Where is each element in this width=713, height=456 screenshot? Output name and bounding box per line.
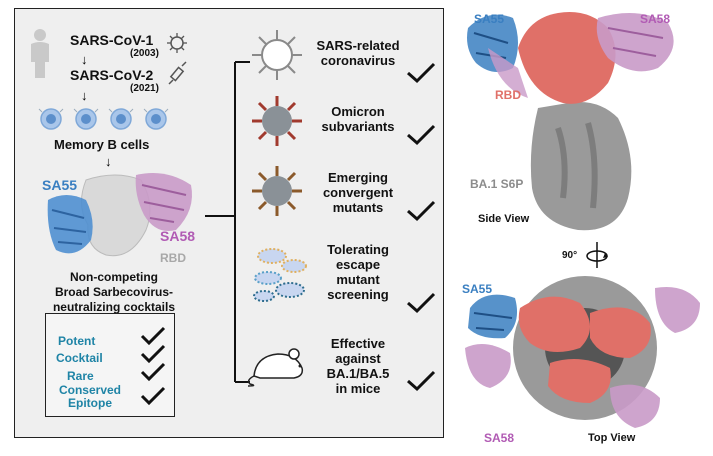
rotate-arrow-icon — [586, 242, 608, 268]
outcome-line: in mice — [335, 381, 381, 396]
top-sa58-label: SA58 — [484, 431, 515, 445]
outcome-sars-related: SARS-related coronavirus — [308, 38, 408, 68]
outcome-escape-screening: Tolerating escape mutant screening — [308, 242, 408, 302]
mutant-virus-icon — [252, 166, 302, 216]
syringe-icon — [168, 61, 187, 85]
side-view-structure — [467, 12, 674, 231]
antibody-rbd-complex — [47, 172, 192, 257]
property-conserved-epitope: Conserved Epitope — [50, 384, 130, 410]
side-sa55-label: SA55 — [474, 12, 505, 26]
virus-icon — [167, 33, 187, 53]
rotation-label: 90° — [562, 250, 578, 261]
cocktail-caption: Non-competing Broad Sarbecovirus- neutra… — [34, 270, 194, 315]
property-line: Conserved — [58, 383, 122, 397]
outcome-line: SARS-related — [316, 38, 400, 53]
checkmark-icon — [140, 362, 166, 382]
checkmark-icon — [140, 326, 166, 346]
coronavirus-icon — [252, 30, 302, 80]
checkmark-icon — [407, 370, 436, 392]
property-cocktail: Cocktail — [56, 351, 103, 365]
outcome-line: BA.1/BA.5 — [326, 366, 390, 381]
sa58-label: SA58 — [160, 228, 196, 244]
bracket-connector — [205, 61, 250, 383]
arrow-down-icon: ↓ — [105, 154, 112, 169]
outcome-line: Emerging — [328, 170, 388, 185]
sa55-label: SA55 — [42, 177, 78, 193]
caption-line: Non-competing — [70, 270, 158, 284]
outcome-line: subvariants — [321, 119, 395, 134]
rbd-label: RBD — [160, 251, 186, 265]
virus2-name: SARS-CoV-2 — [70, 67, 154, 83]
person-icon — [31, 29, 49, 78]
top-view-structure — [465, 276, 700, 428]
mouse-icon — [247, 348, 304, 387]
checkmark-icon — [407, 200, 436, 222]
outcome-line: escape — [335, 257, 381, 272]
yeast-display-icon — [253, 248, 307, 302]
property-line: Epitope — [68, 396, 112, 410]
outcome-line: Omicron — [331, 104, 385, 119]
outcome-convergent: Emerging convergent mutants — [308, 170, 408, 215]
virus2-year: (2021) — [130, 83, 159, 94]
omicron-virus-icon — [252, 96, 302, 146]
checkmark-icon — [140, 386, 166, 406]
checkmark-icon — [140, 344, 166, 364]
outcome-line: against — [335, 351, 381, 366]
spike-label: BA.1 S6P — [470, 177, 524, 191]
outcome-line: Effective — [330, 336, 386, 351]
side-rbd-label: RBD — [495, 88, 521, 102]
outcome-line: screening — [327, 287, 389, 302]
side-sa58-label: SA58 — [640, 12, 671, 26]
outcome-line: convergent — [322, 185, 394, 200]
virus1-year: (2003) — [130, 48, 159, 59]
caption-line: neutralizing cocktails — [52, 300, 176, 314]
outcome-line: coronavirus — [320, 53, 396, 68]
top-view-caption: Top View — [588, 432, 636, 444]
outcome-line: Tolerating — [327, 242, 389, 257]
arrow-down-icon: ↓ — [81, 88, 88, 103]
outcome-mice: Effective against BA.1/BA.5 in mice — [308, 336, 408, 396]
checkmark-icon — [407, 292, 436, 314]
property-potent: Potent — [58, 334, 96, 348]
checkmark-icon — [407, 124, 436, 146]
memory-b-cells-icon — [38, 108, 169, 130]
outcome-omicron: Omicron subvariants — [308, 104, 408, 134]
memory-b-cells-label: Memory B cells — [54, 137, 150, 152]
property-rare: Rare — [67, 369, 94, 383]
top-sa55-label: SA55 — [462, 282, 493, 296]
outcome-line: mutant — [336, 272, 380, 287]
outcome-line: mutants — [332, 200, 384, 215]
side-view-caption: Side View — [478, 213, 530, 225]
caption-line: Broad Sarbecovirus- — [54, 285, 174, 299]
arrow-down-icon: ↓ — [81, 52, 88, 67]
virus1-name: SARS-CoV-1 — [70, 32, 154, 48]
checkmark-icon — [407, 62, 436, 84]
